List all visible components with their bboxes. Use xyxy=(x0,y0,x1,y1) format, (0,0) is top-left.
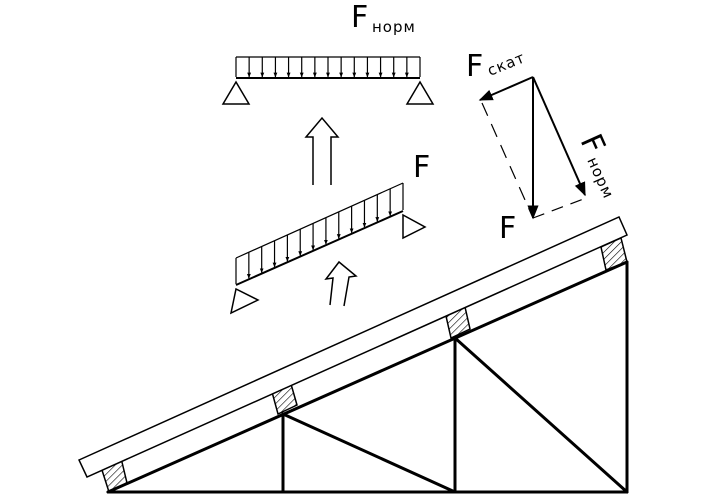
label-f-skat-main: F xyxy=(466,49,483,84)
dashed-projection-1 xyxy=(481,102,534,219)
top-load-arrows xyxy=(235,57,421,78)
middle-load-arrows xyxy=(235,183,404,284)
label-f-norm-vector-main: F xyxy=(573,129,612,159)
middle-beam-load-line xyxy=(235,182,404,259)
label-f-vector: F xyxy=(499,211,516,246)
top-beam-right-support xyxy=(405,80,435,105)
label-f-norm-top-main: F xyxy=(351,0,368,35)
label-f-middle: F xyxy=(413,150,430,185)
force-vectors xyxy=(478,76,587,220)
label-f-norm-vector-sub: норм xyxy=(583,154,617,201)
hollow-diagonal-arrow xyxy=(324,260,358,307)
label-f-norm-vector: F норм xyxy=(573,129,618,202)
truss-diagonal-1 xyxy=(281,412,457,494)
middle-beam-diagram xyxy=(229,182,427,315)
truss xyxy=(106,260,629,494)
force-f-skat xyxy=(478,76,534,101)
label-f-skat: F скат xyxy=(466,48,528,84)
dashed-projection-2 xyxy=(532,197,587,219)
top-beam-diagram xyxy=(221,56,435,105)
purlins xyxy=(100,236,628,494)
force-f-norm xyxy=(532,76,586,197)
truss-top-chord xyxy=(106,260,629,494)
hollow-arrows xyxy=(304,116,358,307)
hollow-up-arrow xyxy=(304,116,340,185)
middle-beam-left-support xyxy=(229,287,260,315)
label-f-norm-top: F норм xyxy=(351,0,416,36)
label-f-norm-top-sub: норм xyxy=(372,18,416,36)
middle-beam-right-support xyxy=(402,213,427,240)
roof-deck-plank xyxy=(77,216,628,478)
label-f-skat-sub: скат xyxy=(485,48,528,79)
middle-beam-bar xyxy=(235,210,404,286)
top-beam-left-support xyxy=(221,80,251,105)
truss-diagonal-2 xyxy=(453,336,629,494)
